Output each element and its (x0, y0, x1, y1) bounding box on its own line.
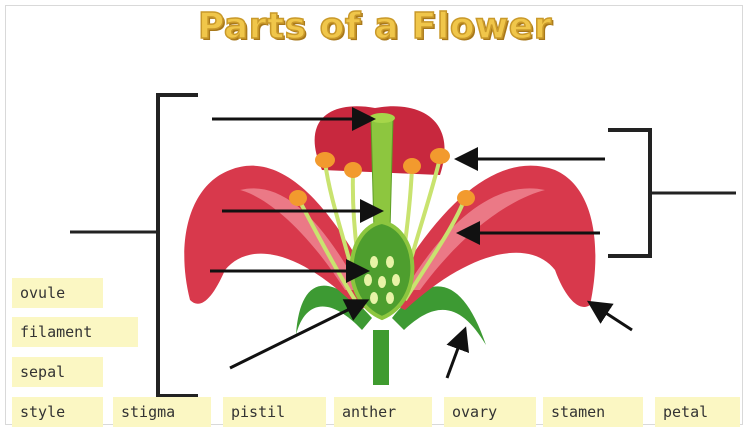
word-chip-stamen[interactable]: stamen (543, 397, 643, 427)
word-chip-pistil[interactable]: pistil (223, 397, 326, 427)
arrow-petal (592, 304, 632, 330)
bracket-right (608, 130, 650, 256)
word-chip-style[interactable]: style (12, 397, 103, 427)
arrow-ovule (230, 302, 364, 368)
pistil-style (371, 118, 393, 230)
word-chip-ovule[interactable]: ovule (12, 278, 103, 308)
word-chip-stigma[interactable]: stigma (113, 397, 211, 427)
word-chip-sepal[interactable]: sepal (12, 357, 103, 387)
word-chip-filament[interactable]: filament (12, 317, 138, 347)
arrow-sepal (447, 332, 464, 378)
page-title: Parts of a Flower (0, 6, 750, 47)
word-chip-ovary[interactable]: ovary (444, 397, 536, 427)
word-chip-anther[interactable]: anther (334, 397, 432, 427)
word-chip-petal[interactable]: petal (655, 397, 740, 427)
stem (373, 330, 389, 385)
stigma-tip (369, 113, 395, 123)
